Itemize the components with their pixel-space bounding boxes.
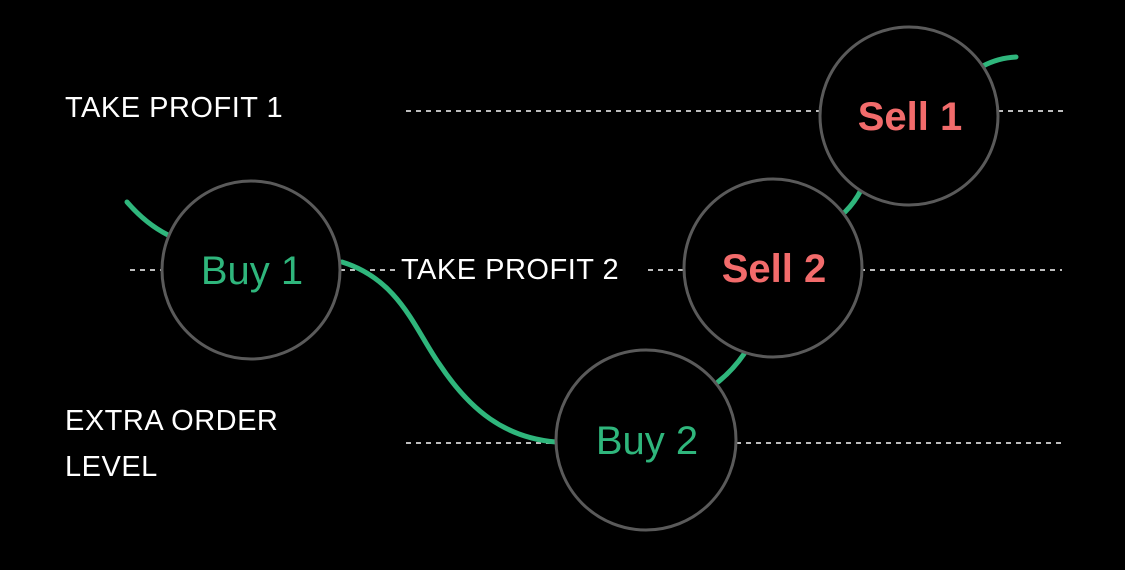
buy-1-label: Buy 1 [201, 249, 303, 293]
buy-1-node: Buy 1 [160, 179, 342, 361]
sell-1-node: Sell 1 [818, 25, 1000, 207]
buy-1-circle [160, 179, 342, 361]
sell-2-node: Sell 2 [682, 177, 864, 359]
price-path-buy1-to-buy2 [339, 259, 559, 445]
buy-2-node: Buy 2 [554, 348, 738, 532]
price-path [124, 54, 1019, 445]
price-path-exit [980, 54, 1019, 69]
order-nodes: Buy 1 Buy 2 Sell 2 Sell 1 [160, 25, 1000, 532]
level-lines [130, 110, 1066, 444]
extra-order-level-label-line-2: LEVEL [65, 451, 158, 483]
sell-2-circle [682, 177, 864, 359]
extra-order-level-label-line-1: EXTRA ORDER [65, 405, 278, 437]
sell-1-circle [818, 25, 1000, 207]
price-path-entry [124, 199, 171, 238]
take-profit-1-label: TAKE PROFIT 1 [65, 92, 283, 124]
buy-2-label: Buy 2 [596, 419, 698, 463]
sell-1-label: Sell 1 [858, 95, 963, 139]
take-profit-2-label: TAKE PROFIT 2 [401, 254, 619, 286]
buy-2-circle [554, 348, 738, 532]
level-labels: TAKE PROFIT 1 TAKE PROFIT 2 EXTRA ORDER … [65, 92, 648, 483]
price-path-buy2-to-sell2 [715, 351, 747, 385]
take-profit-2-label-bg [398, 250, 648, 290]
sell-2-label: Sell 2 [722, 247, 827, 291]
